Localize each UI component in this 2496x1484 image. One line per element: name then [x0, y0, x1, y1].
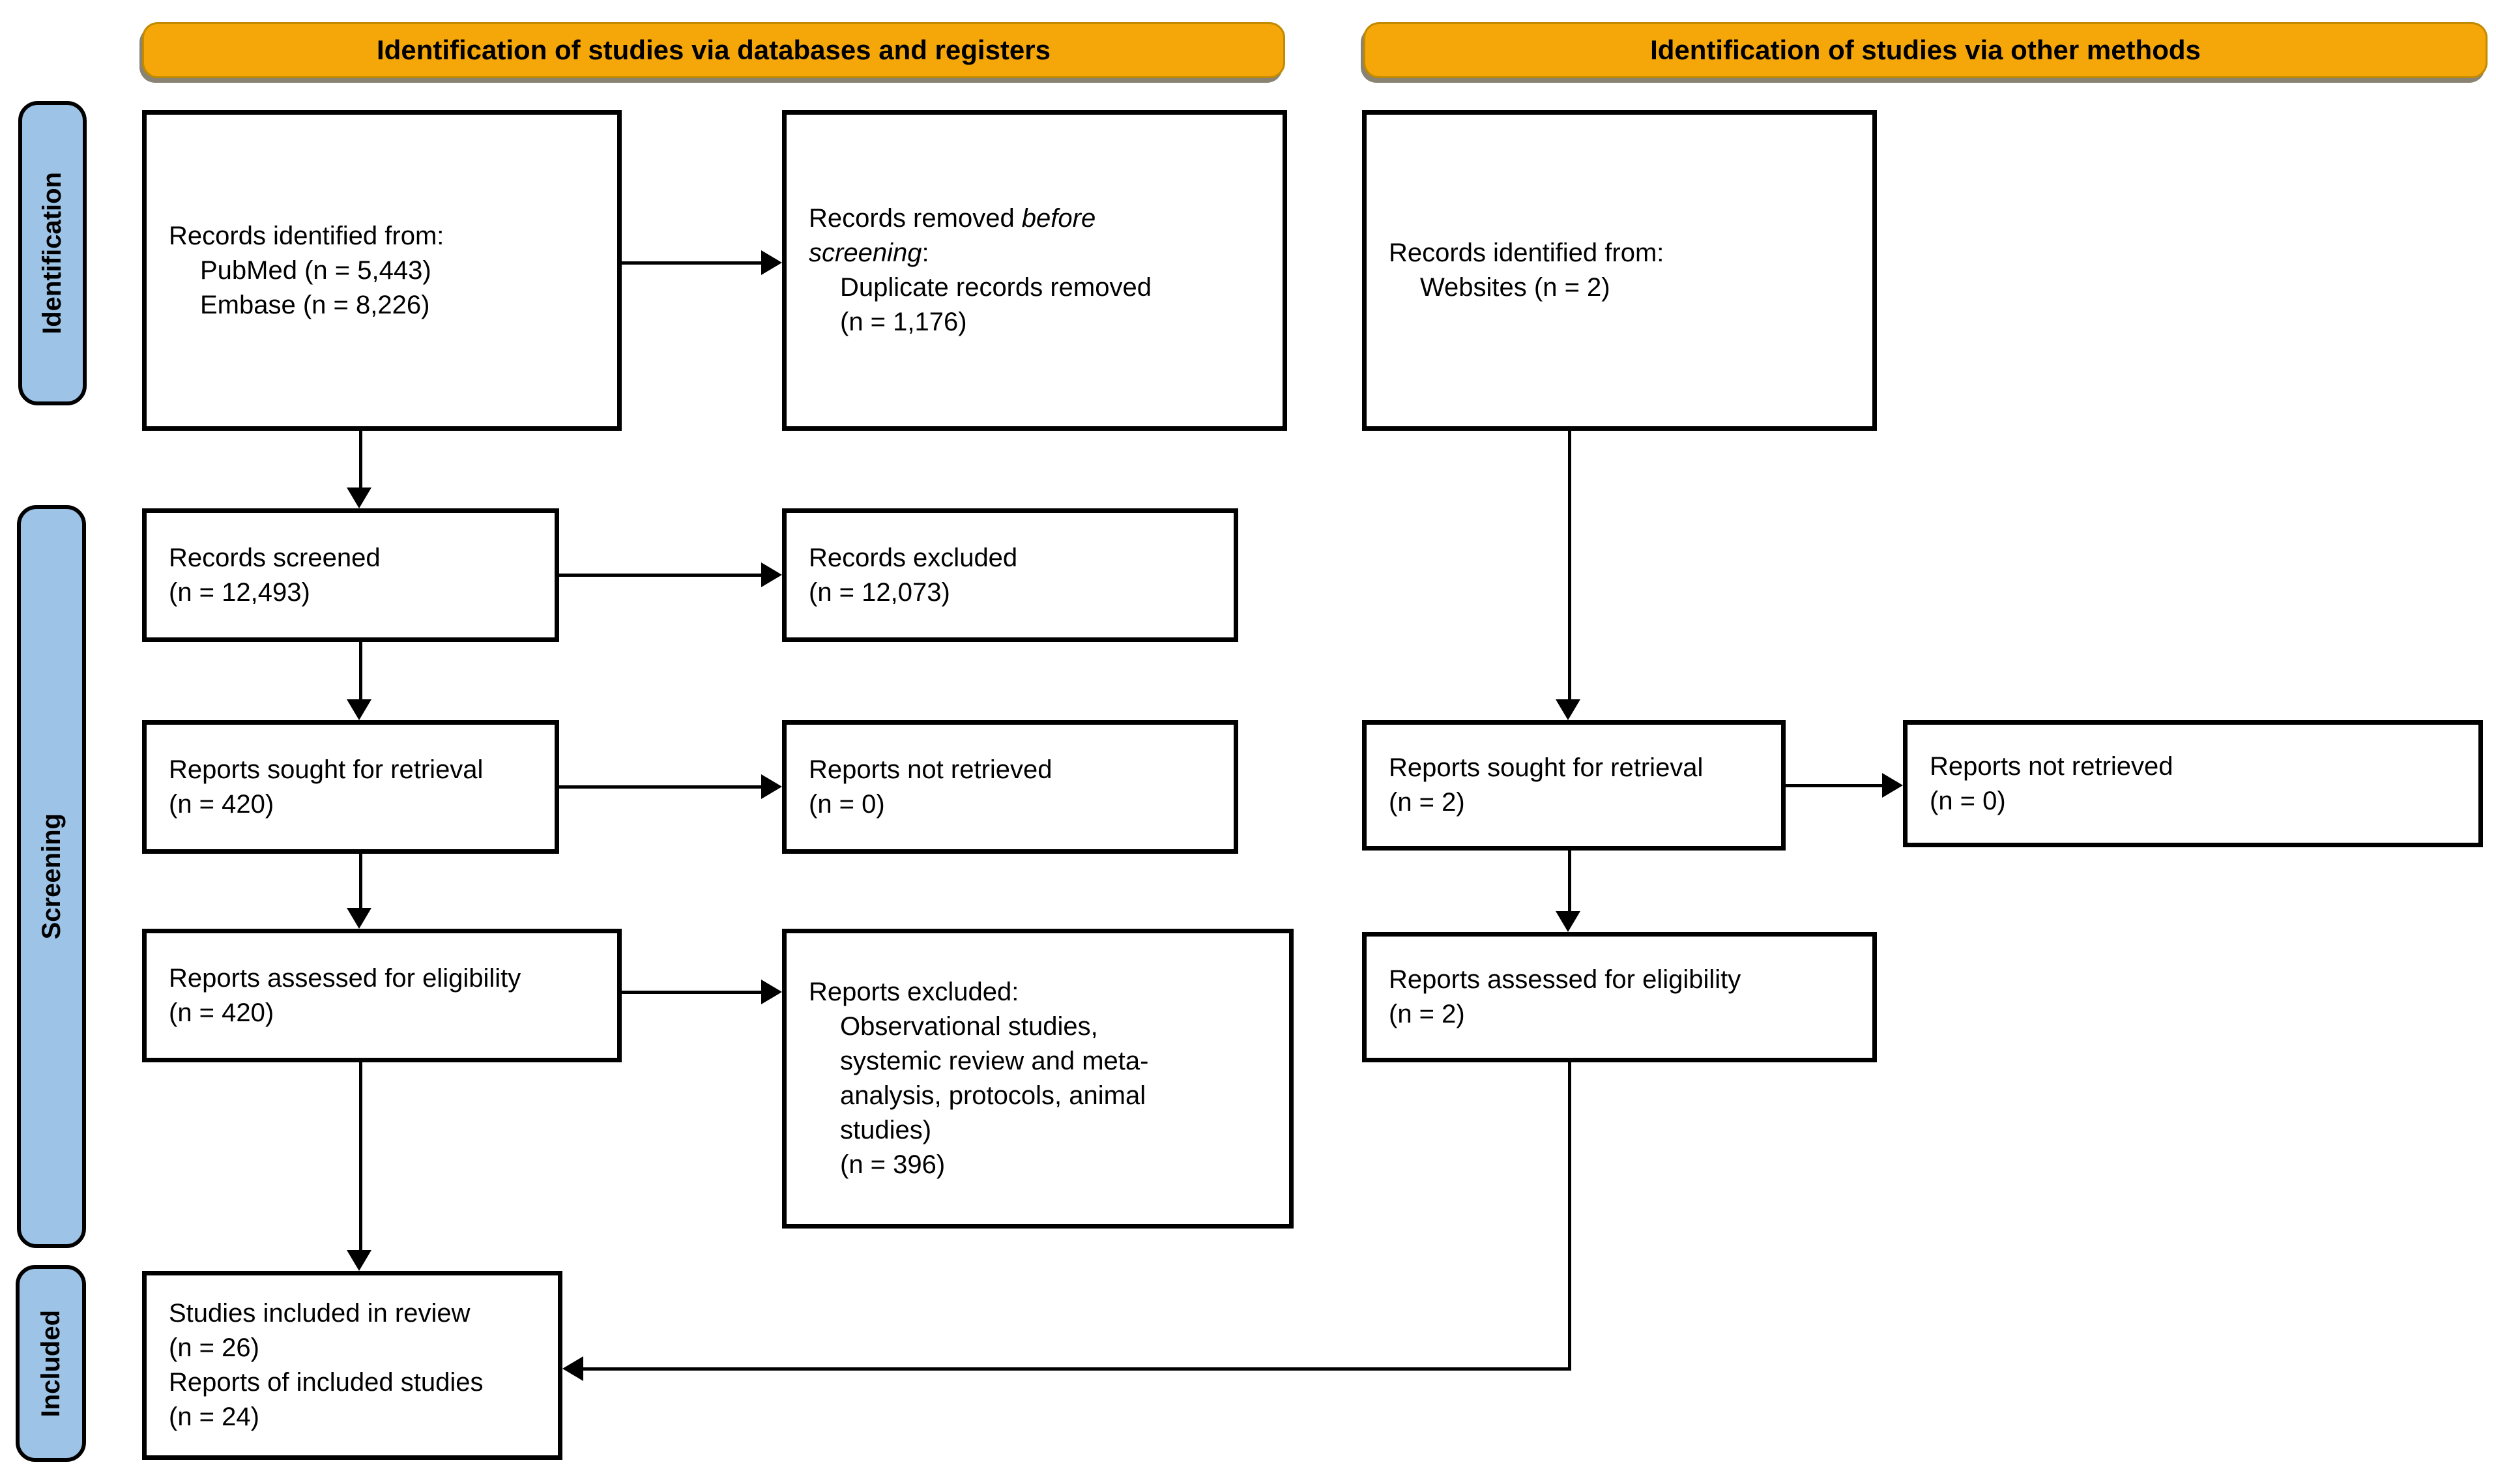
records-removed-italic-before: before [1021, 204, 1096, 233]
arrow-other-sought-to-not-retrieved-head [1882, 773, 1903, 798]
records-screened-label: Records screened [169, 543, 381, 572]
records-screened-count: (n = 12,493) [169, 577, 310, 607]
reports-excluded-reason-2: systemic review and meta- [840, 1047, 1149, 1075]
records-removed-count: (n = 1,176) [840, 308, 967, 336]
reports-assessed-db-count: (n = 420) [169, 998, 274, 1027]
box-studies-included: Studies included in review (n = 26) Repo… [142, 1271, 562, 1460]
reports-excluded-reason-4: studies) [840, 1116, 932, 1144]
arrow-sought-to-assessed-head [347, 908, 371, 929]
arrow-screened-to-sought-head [347, 699, 371, 720]
reports-excluded-count: (n = 396) [840, 1150, 946, 1179]
arrow-other-sought-to-assessed-head [1556, 911, 1580, 932]
records-removed-suffix: : [921, 239, 929, 267]
arrow-sought-to-not-retrieved-head [761, 774, 782, 799]
arrow-assessed-to-included-head [347, 1250, 371, 1271]
reports-included-label: Reports of included studies [169, 1368, 484, 1397]
arrow-other-assessed-to-included-vertical [1568, 1062, 1571, 1369]
records-removed-heading-line1: Records removed before [809, 201, 1260, 236]
reports-sought-other-count: (n = 2) [1389, 788, 1465, 817]
reports-excluded-reason-3: analysis, protocols, animal [840, 1081, 1146, 1110]
reports-assessed-other-count: (n = 2) [1389, 1000, 1465, 1028]
box-reports-not-retrieved-databases: Reports not retrieved (n = 0) [782, 720, 1238, 854]
reports-sought-other-label: Reports sought for retrieval [1389, 753, 1704, 782]
records-removed-italic-screening: screening [809, 239, 922, 267]
arrow-other-sought-to-assessed-line [1568, 851, 1571, 911]
banner-databases-label: Identification of studies via databases … [377, 35, 1051, 65]
reports-assessed-other-label: Reports assessed for eligibility [1389, 965, 1741, 994]
reports-not-retrieved-db-count: (n = 0) [809, 789, 885, 819]
box-reports-sought-databases: Reports sought for retrieval (n = 420) [142, 720, 559, 854]
reports-sought-db-label: Reports sought for retrieval [169, 755, 484, 784]
banner-other-label: Identification of studies via other meth… [1650, 35, 2201, 65]
arrow-identified-to-screened-head [347, 487, 371, 508]
reports-not-retrieved-other-count: (n = 0) [1930, 786, 2006, 815]
reports-included-count: (n = 24) [169, 1403, 259, 1431]
records-excluded-count: (n = 12,073) [809, 577, 950, 607]
box-reports-not-retrieved-other: Reports not retrieved (n = 0) [1903, 720, 2483, 847]
banner-other-methods: Identification of studies via other meth… [1363, 22, 2488, 78]
reports-excluded-reason-1: Observational studies, [840, 1012, 1098, 1041]
arrow-assessed-to-reports-excluded-line [622, 991, 761, 994]
box-records-excluded: Records excluded (n = 12,073) [782, 508, 1238, 642]
arrow-screened-to-excluded-head [761, 562, 782, 587]
arrow-identified-to-screened-line [359, 431, 362, 488]
stage-label-identification: Identification [18, 101, 87, 405]
stage-screening-text: Screening [36, 813, 66, 940]
reports-not-retrieved-db-label: Reports not retrieved [809, 755, 1052, 784]
stage-label-included: Included [16, 1265, 86, 1462]
records-removed-duplicates: Duplicate records removed [840, 273, 1152, 302]
arrow-screened-to-sought-line [359, 642, 362, 699]
arrow-other-assessed-to-included-head [562, 1356, 583, 1381]
arrow-other-identified-to-sought-head [1556, 699, 1580, 720]
box-records-screened: Records screened (n = 12,493) [142, 508, 559, 642]
records-removed-prefix: Records removed [809, 204, 1022, 233]
arrow-other-sought-to-not-retrieved-line [1786, 784, 1882, 787]
stage-included-text: Included [36, 1309, 65, 1418]
arrow-screened-to-excluded-line [559, 574, 761, 577]
box-records-identified-other: Records identified from: Websites (n = 2… [1362, 110, 1877, 431]
box-reports-sought-other: Reports sought for retrieval (n = 2) [1362, 720, 1786, 851]
studies-included-count: (n = 26) [169, 1333, 259, 1362]
studies-included-label: Studies included in review [169, 1299, 471, 1328]
arrow-assessed-to-reports-excluded-head [761, 980, 782, 1004]
arrow-sought-to-assessed-line [359, 854, 362, 908]
records-removed-heading-line2: screening: [809, 236, 1260, 270]
arrow-identified-to-removed-line [622, 261, 761, 265]
reports-sought-db-count: (n = 420) [169, 789, 274, 819]
box-reports-assessed-databases: Reports assessed for eligibility (n = 42… [142, 929, 622, 1062]
banner-databases-registers: Identification of studies via databases … [142, 22, 1285, 78]
reports-assessed-db-label: Reports assessed for eligibility [169, 963, 521, 993]
reports-not-retrieved-other-label: Reports not retrieved [1930, 751, 2173, 781]
records-identified-db-pubmed: PubMed (n = 5,443) [200, 255, 431, 285]
records-identified-other-websites: Websites (n = 2) [1420, 273, 1610, 302]
stage-identification-text: Identification [38, 172, 66, 334]
box-records-identified-databases: Records identified from: PubMed (n = 5,4… [142, 110, 622, 431]
records-identified-other-heading: Records identified from: [1389, 239, 1664, 267]
arrow-other-assessed-to-included-horizontal [583, 1367, 1571, 1371]
arrow-assessed-to-included-line [359, 1062, 362, 1250]
box-reports-assessed-other: Reports assessed for eligibility (n = 2) [1362, 932, 1877, 1062]
arrow-other-identified-to-sought-line [1568, 431, 1571, 699]
records-identified-db-embase: Embase (n = 8,226) [200, 290, 430, 319]
arrow-identified-to-removed-head [761, 250, 782, 275]
reports-excluded-heading: Reports excluded: [809, 978, 1019, 1006]
records-excluded-label: Records excluded [809, 543, 1018, 572]
box-reports-excluded: Reports excluded: Observational studies,… [782, 929, 1294, 1229]
box-records-removed-before-screening: Records removed before screening: Duplic… [782, 110, 1287, 431]
records-identified-db-heading: Records identified from: [169, 221, 444, 250]
arrow-sought-to-not-retrieved-line [559, 785, 761, 789]
stage-label-screening: Screening [17, 505, 86, 1248]
